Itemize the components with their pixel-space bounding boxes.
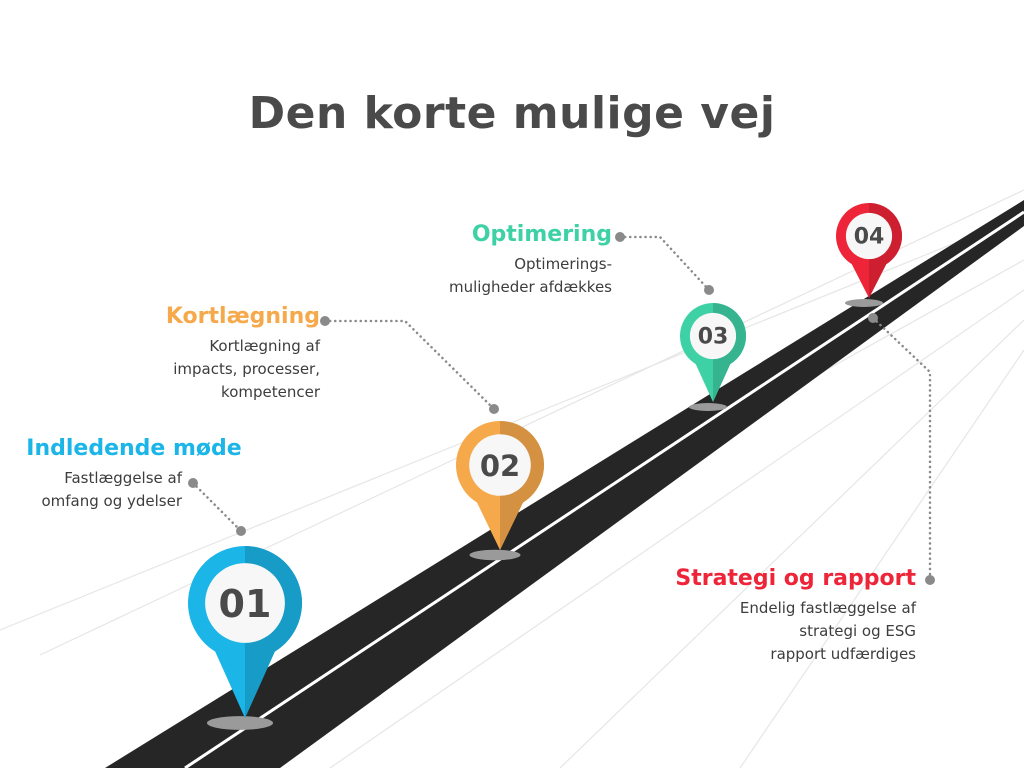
pin-02: 02 (456, 421, 545, 561)
connector-step4 (871, 316, 932, 582)
step-heading: Optimering (471, 222, 612, 247)
step-heading: Strategi og rapport (675, 566, 916, 591)
connector-dots (188, 232, 935, 585)
step-strategi-og-rapport: Strategi og rapport Endelig fastlæggelse… (660, 566, 916, 666)
page-title: Den korte mulige vej (248, 88, 776, 139)
pin-number: 02 (480, 449, 520, 483)
connector-step2 (323, 319, 496, 411)
step-heading: Kortlægning (165, 304, 320, 329)
pin-shadow (844, 299, 884, 307)
step-description: Endelig fastlæggelse af strategi og ESG … (739, 599, 916, 663)
pin-04: 04 (836, 203, 903, 307)
location-pins: 01 02 03 04 (187, 203, 903, 730)
pin-number: 03 (698, 325, 729, 350)
pin-03: 03 (679, 303, 746, 411)
pin-inner-circle (205, 563, 285, 643)
step-heading: Indledende møde (26, 436, 242, 461)
step-description: Kortlægning af impacts, processer, kompe… (173, 337, 320, 401)
step-kortlaegning: Kortlægning Kortlægning af impacts, proc… (120, 304, 320, 404)
step-description: Optimerings- muligheder afdækkes (448, 255, 612, 296)
connectors (191, 235, 932, 582)
pin-number: 01 (219, 582, 272, 626)
pin-shadow (206, 716, 274, 730)
connector-step3 (618, 235, 711, 292)
road (105, 200, 1024, 768)
pin-inner-circle (845, 212, 893, 260)
pin-01: 01 (187, 545, 303, 730)
step-indledende-mode: Indledende møde Fastlæggelse af omfang o… (14, 436, 254, 513)
pin-inner-circle (689, 312, 737, 360)
connector-step1 (191, 481, 243, 533)
step-description: Fastlæggelse af omfang og ydelser (41, 469, 182, 510)
pin-shadow (469, 549, 521, 561)
pin-inner-circle (469, 434, 531, 496)
road-center-line (184, 210, 1024, 768)
pin-number: 04 (854, 225, 885, 250)
step-optimering: Optimering Optimerings- muligheder afdæk… (420, 222, 612, 299)
pin-shadow (688, 403, 728, 411)
